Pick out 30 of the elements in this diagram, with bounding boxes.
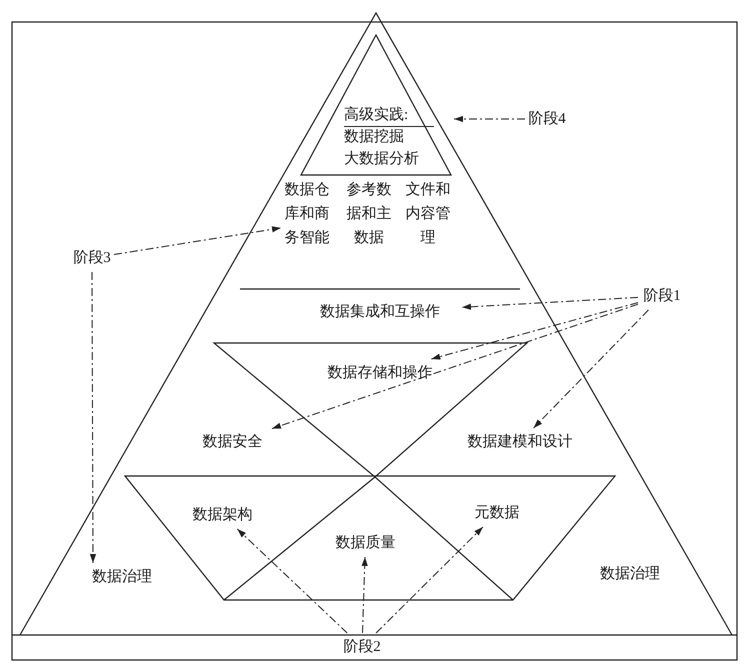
arrow bbox=[362, 556, 368, 634]
label-text: 阶段1 bbox=[640, 284, 684, 308]
label-text: 阶段4 bbox=[527, 107, 567, 131]
arrow bbox=[462, 296, 638, 310]
label-text: 数据存储和操作 bbox=[300, 361, 460, 385]
arrow bbox=[272, 304, 638, 430]
label-text: 数据仓库和商务智能 bbox=[283, 178, 331, 274]
label-text: 阶段2 bbox=[341, 635, 383, 659]
arrow bbox=[90, 272, 96, 564]
label-text: 数据治理 bbox=[82, 565, 162, 589]
label-text: 数据集成和互操作 bbox=[300, 300, 460, 324]
arrow bbox=[533, 310, 649, 428]
label-text: 数据治理 bbox=[590, 562, 670, 586]
label-text: 数据架构 bbox=[185, 503, 260, 527]
label-text: 数据质量 bbox=[328, 531, 403, 555]
label-text: 数据建模和设计 bbox=[450, 430, 590, 454]
label-text: 阶段3 bbox=[72, 246, 112, 270]
heading-text: 高级实践: bbox=[344, 104, 434, 127]
arrow bbox=[236, 528, 348, 634]
arrow bbox=[454, 116, 526, 122]
arrow bbox=[114, 226, 282, 255]
arrow bbox=[376, 526, 484, 634]
label-text: 文件和内容管理 bbox=[404, 178, 452, 274]
list-item-text: 大数据分析 bbox=[344, 150, 419, 169]
arrow bbox=[430, 302, 638, 360]
label-text: 参考数据和主数据 bbox=[345, 178, 393, 274]
label-text: 元数据 bbox=[462, 501, 532, 525]
list-item-text: 数据挖掘 bbox=[344, 128, 404, 147]
label-text: 数据安全 bbox=[195, 430, 270, 454]
triangle-shape bbox=[300, 34, 452, 176]
